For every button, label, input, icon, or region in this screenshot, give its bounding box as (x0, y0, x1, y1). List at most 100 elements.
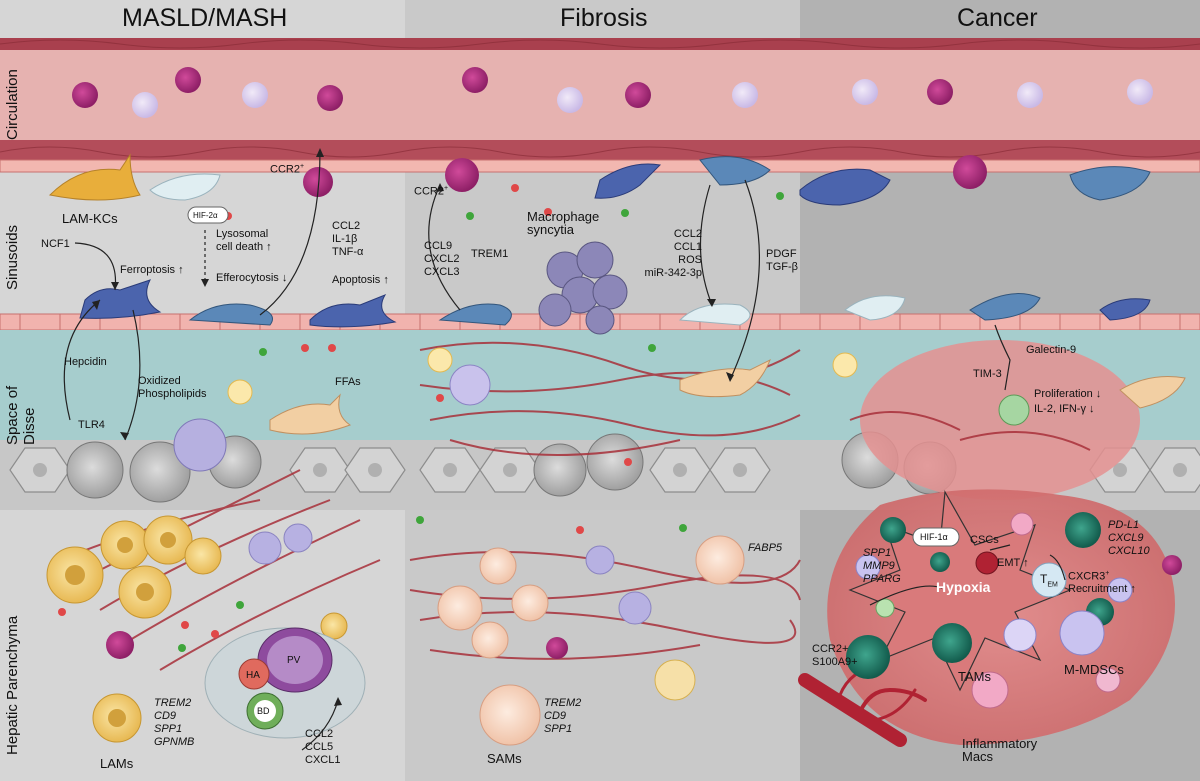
label-lysosomal-line2: cell death ↑ (216, 241, 272, 253)
star-cell-icon (227, 347, 858, 405)
macrophage-syncytia-icon (538, 241, 628, 335)
label-cancer-genes: SPP1 MMP9 PPARG (863, 547, 901, 586)
ccr2-s100-line2: S100A9+ (812, 656, 858, 668)
bd-chemokine-3: CXCL1 (305, 754, 341, 766)
lam-gene-1: TREM2 (154, 697, 192, 709)
label-tlr4: TLR4 (78, 419, 105, 431)
hif2a-pill (187, 206, 229, 224)
label-oxidized: Oxidized Phospholipids (138, 375, 207, 401)
pdgf-line1: PDGF (766, 248, 797, 260)
oxidized-line1: Oxidized (138, 375, 181, 387)
label-parenchyma: Hepatic Parenchyma (4, 615, 21, 755)
label-efferocytosis: Efferocytosis ↓ (216, 272, 288, 284)
pdgf-line2: TGF-β (766, 261, 798, 273)
infiltrating-macrophage-icon-2 (449, 364, 491, 406)
arrowheads (92, 148, 734, 706)
mdsc-icon (855, 554, 1133, 656)
label-hepcidin: Hepcidin (64, 356, 107, 368)
inflam-line2: Macs (962, 749, 994, 764)
label-trem1: TREM1 (471, 248, 509, 260)
cancer-gene-1: SPP1 (863, 547, 892, 559)
label-inflam: Inflammatory Macs (962, 737, 1037, 763)
fib-factor-1: CCL2 (673, 228, 702, 240)
label-fibrosis-factors: CCL2 CCL1 ROS miR-342-3p (628, 228, 702, 280)
label-tem: TEM (1040, 573, 1058, 591)
label-sam-genes: TREM2 CD9 SPP1 (544, 697, 581, 736)
label-pv: PV (287, 655, 301, 666)
label-recruitment: Recruitment ↑ (1068, 583, 1136, 595)
hepatocyte-nuclei (33, 463, 1187, 477)
label-lysosomal-line1: Lysosomal (216, 228, 269, 240)
fib-factor-2: CCL1 (673, 241, 702, 253)
fib-factor-3: ROS (678, 254, 702, 266)
label-pdgf: PDGF TGF-β (766, 248, 798, 274)
lam-gene-4: GPNMB (154, 736, 195, 748)
cytokine-2: IL-1β (332, 233, 358, 245)
label-hif2a: HIF-2α (193, 211, 218, 220)
fib-chemokine-3: CXCL3 (424, 266, 460, 278)
label-tams: TAMs (958, 669, 991, 684)
ccr2-s100-line1: CCR2+ (812, 643, 849, 655)
label-emt: EMT ↑ (997, 557, 1029, 569)
cancer-gene-2: MMP9 (863, 560, 895, 572)
label-mmdscs: M-MDSCs (1064, 662, 1124, 677)
label-bd-chemokines: CCL2 CCL5 CXCL1 (305, 728, 340, 767)
label-disse-line2: Disse (21, 407, 38, 445)
label-bd: BD (257, 706, 270, 716)
pdl1-line2: CXCL9 (1108, 532, 1144, 544)
bd-chemokine-1: CCL2 (305, 728, 334, 740)
ccr2-text: CCR2 (270, 163, 300, 176)
sam-gene-2: CD9 (544, 710, 567, 722)
lam-kc-icon (48, 153, 141, 201)
label-ccr2-masld: CCR2+ (270, 160, 304, 177)
tumor-mass-upper (860, 340, 1140, 500)
dots (58, 184, 784, 652)
lam-gene-3: SPP1 (154, 723, 183, 735)
label-ha: HA (246, 670, 260, 681)
label-hif1a: HIF-1α (920, 532, 948, 542)
inflammatory-mac-icon (971, 512, 1121, 709)
label-sinusoids: Sinusoids (4, 224, 21, 290)
pdl1-line3: CXCL10 (1108, 545, 1150, 557)
cxcr3-text: CXCR3 (1068, 570, 1106, 583)
cancer-gene-3: PPARG (863, 573, 901, 585)
fib-factor-4: miR-342-3p (644, 267, 702, 279)
label-disse: Space of Disse (4, 386, 38, 445)
lymph-cluster (248, 523, 652, 625)
label-ncf1: NCF1 (41, 238, 70, 250)
label-fabp5: FABP5 (748, 542, 783, 554)
quiescent-cell-icon (149, 173, 906, 326)
label-lam-kcs: LAM-KCs (62, 211, 118, 226)
label-circulation: Circulation (4, 69, 21, 140)
label-lam-genes: TREM2 CD9 SPP1 GPNMB (154, 697, 194, 749)
ccr2-fib-sup: + (443, 185, 449, 192)
tcell-icon (875, 394, 1067, 618)
stellate-cell-icon (269, 358, 1186, 435)
label-ccr2-s100: CCR2+ S100A9+ (812, 643, 858, 669)
endothelial-strip-top (0, 159, 1200, 173)
hepatocyte-row (9, 447, 1200, 493)
tam-icon (846, 512, 1114, 679)
lam-gene-2: CD9 (154, 710, 177, 722)
sam-gene-1: TREM2 (544, 697, 582, 709)
label-cytokines: CCL2 IL-1β TNF-α (332, 220, 363, 259)
infiltrating-macrophage-icon (173, 418, 227, 472)
ccr2-fib-text: CCR2 (414, 185, 444, 198)
label-ffas: FFAs (335, 376, 361, 388)
portal-triad (204, 627, 366, 739)
ccr2-sup: + (299, 163, 305, 170)
lam-nuclei (65, 532, 176, 727)
label-hypoxia: Hypoxia (936, 579, 991, 595)
endothelium-pattern (0, 39, 1200, 158)
fib-chemokine-2: CXCL2 (424, 253, 460, 265)
header-masld: MASLD/MASH (122, 4, 288, 32)
sam-icon (437, 535, 745, 746)
label-tim3: TIM-3 (973, 368, 1002, 380)
label-pdl1: PD-L1 CXCL9 CXCL10 (1108, 519, 1150, 558)
inflam-line1: Inflammatory (962, 736, 1038, 751)
vessel-lumen (0, 50, 1200, 140)
fib-chemokine-1: CCL9 (424, 240, 453, 252)
header-cancer: Cancer (957, 4, 1038, 32)
